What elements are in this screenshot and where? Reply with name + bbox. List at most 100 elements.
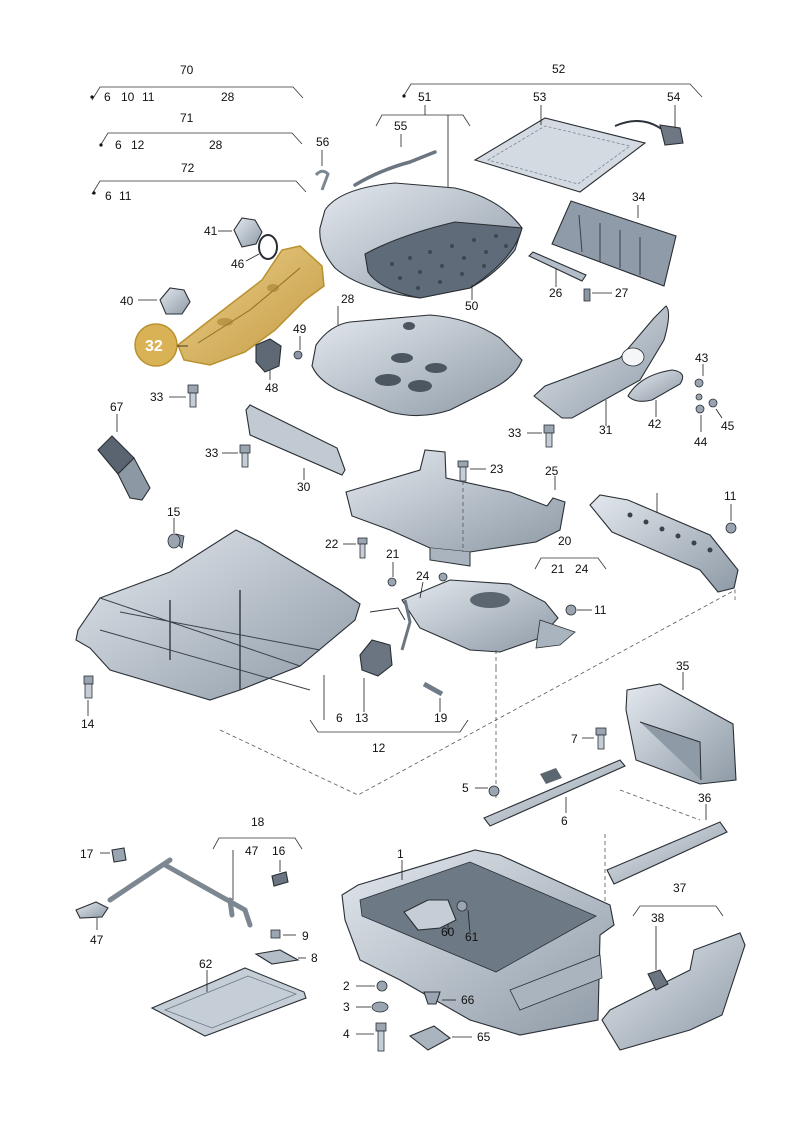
svg-text:6[interactable]: 6 bbox=[115, 138, 122, 152]
svg-text:33[interactable]: 33 bbox=[150, 390, 164, 404]
label-32[interactable]: 32 bbox=[145, 338, 163, 355]
svg-text:47[interactable]: 47 bbox=[90, 933, 104, 947]
group-72-number[interactable]: 72 bbox=[181, 161, 195, 175]
svg-text:24[interactable]: 24 bbox=[575, 562, 589, 576]
rail-6[interactable]: 6 bbox=[483, 759, 626, 828]
svg-text:35[interactable]: 35 bbox=[676, 659, 690, 673]
svg-text:4[interactable]: 4 bbox=[343, 1027, 350, 1041]
svg-text:26[interactable]: 26 bbox=[549, 286, 563, 300]
svg-text:14[interactable]: 14 bbox=[81, 717, 95, 731]
svg-text:40[interactable]: 40 bbox=[120, 294, 134, 308]
svg-text:30[interactable]: 30 bbox=[297, 480, 311, 494]
bolt-4[interactable]: 4 bbox=[343, 1022, 387, 1052]
svg-text:60[interactable]: 60 bbox=[441, 925, 455, 939]
svg-text:25[interactable]: 25 bbox=[545, 464, 559, 478]
knob-40[interactable]: 40 bbox=[120, 287, 191, 315]
svg-text:11[interactable]: 11 bbox=[724, 489, 737, 503]
heating-mat[interactable] bbox=[473, 105, 684, 193]
nut-11-right[interactable]: 11 bbox=[724, 489, 737, 534]
svg-text:28[interactable]: 28 bbox=[341, 292, 355, 306]
svg-text:6[interactable]: 6 bbox=[105, 189, 112, 203]
seat-pan-28[interactable]: 28 bbox=[311, 292, 523, 417]
svg-text:8[interactable]: 8 bbox=[311, 951, 318, 965]
bolt-33-lower[interactable]: 33 bbox=[205, 444, 251, 468]
seat-frame[interactable] bbox=[75, 529, 361, 701]
svg-text:41[interactable]: 41 bbox=[204, 224, 218, 238]
svg-text:1[interactable]: 1 bbox=[397, 847, 404, 861]
svg-text:3[interactable]: 3 bbox=[343, 1000, 350, 1014]
highlighted-part-32[interactable]: 32 bbox=[134, 245, 325, 367]
svg-text:44[interactable]: 44 bbox=[694, 435, 708, 449]
ring-46[interactable]: 46 bbox=[231, 234, 278, 271]
svg-text:15[interactable]: 15 bbox=[167, 505, 181, 519]
svg-text:27[interactable]: 27 bbox=[615, 286, 629, 300]
group-20-number[interactable]: 20 bbox=[558, 534, 572, 548]
svg-text:13[interactable]: 13 bbox=[355, 711, 369, 725]
bracket-assembly-25[interactable]: 25 bbox=[345, 449, 566, 567]
nut-11-center[interactable]: 11 bbox=[565, 603, 607, 617]
bolt-33-right[interactable]: 33 bbox=[508, 424, 555, 448]
wire-55[interactable] bbox=[353, 150, 437, 187]
screw-22[interactable]: 22 bbox=[325, 537, 368, 559]
svg-text:6[interactable]: 6 bbox=[336, 711, 343, 725]
svg-text:7[interactable]: 7 bbox=[571, 732, 578, 746]
cap-15[interactable]: 15 bbox=[167, 505, 181, 549]
svg-text:66[interactable]: 66 bbox=[461, 993, 475, 1007]
svg-text:43[interactable]: 43 bbox=[695, 351, 709, 365]
clip-8[interactable]: 8 bbox=[254, 949, 318, 965]
svg-text:67[interactable]: 67 bbox=[110, 400, 124, 414]
svg-text:24[interactable]: 24 bbox=[416, 569, 430, 583]
washer-3[interactable]: 3 bbox=[343, 1000, 389, 1014]
nut-2[interactable]: 2 bbox=[343, 979, 388, 993]
plug-65[interactable]: 65 bbox=[408, 1025, 491, 1051]
group-37-number[interactable]: 37 bbox=[673, 881, 687, 895]
screw-49[interactable]: 49 bbox=[293, 322, 307, 360]
svg-text:11[interactable]: 11 bbox=[594, 603, 607, 617]
svg-text:51[interactable]: 51 bbox=[418, 90, 432, 104]
svg-text:48[interactable]: 48 bbox=[265, 381, 279, 395]
svg-text:31[interactable]: 31 bbox=[599, 423, 613, 437]
group-70-number[interactable]: 70 bbox=[180, 63, 194, 77]
svg-text:34[interactable]: 34 bbox=[632, 190, 646, 204]
svg-text:61[interactable]: 61 bbox=[465, 930, 479, 944]
side-rail-10[interactable] bbox=[589, 493, 739, 593]
svg-text:2[interactable]: 2 bbox=[343, 979, 350, 993]
clip-56[interactable]: 56 bbox=[314, 135, 330, 191]
svg-text:6[interactable]: 6 bbox=[104, 90, 111, 104]
trim-36[interactable]: 36 bbox=[606, 791, 728, 885]
svg-text:28[interactable]: 28 bbox=[209, 138, 223, 152]
svg-text:6[interactable]: 6 bbox=[561, 814, 568, 828]
svg-text:5[interactable]: 5 bbox=[462, 781, 469, 795]
svg-text:38[interactable]: 38 bbox=[651, 911, 665, 925]
storage-box-35[interactable]: 35 bbox=[625, 659, 737, 785]
svg-text:19[interactable]: 19 bbox=[434, 711, 448, 725]
motor-13[interactable]: 13 bbox=[355, 639, 393, 725]
screw-27[interactable]: 27 bbox=[583, 286, 629, 302]
base-tray-1[interactable]: 1 bbox=[341, 847, 615, 1036]
svg-text:12[interactable]: 12 bbox=[131, 138, 145, 152]
screw-19[interactable]: 19 bbox=[422, 681, 448, 725]
bracket-26[interactable]: 26 bbox=[528, 251, 587, 300]
tray-34[interactable]: 34 bbox=[551, 190, 677, 287]
clip-24[interactable]: 24 bbox=[416, 569, 448, 599]
svg-text:55[interactable]: 55 bbox=[394, 119, 408, 133]
side-trim-31[interactable]: 31 bbox=[533, 305, 670, 437]
plate-30[interactable]: 30 bbox=[245, 404, 346, 494]
tray-62[interactable]: 62 bbox=[150, 957, 307, 1037]
motor-48[interactable]: 48 bbox=[255, 338, 282, 395]
svg-text:21[interactable]: 21 bbox=[551, 562, 565, 576]
svg-text:54[interactable]: 54 bbox=[667, 90, 681, 104]
bolt-33-upper[interactable]: 33 bbox=[150, 384, 199, 408]
seat-cushion[interactable]: 50 bbox=[319, 182, 523, 313]
svg-text:65[interactable]: 65 bbox=[477, 1030, 491, 1044]
svg-text:47[interactable]: 47 bbox=[245, 844, 259, 858]
svg-text:10[interactable]: 10 bbox=[121, 90, 135, 104]
svg-text:49[interactable]: 49 bbox=[293, 322, 307, 336]
svg-text:11[interactable]: 11 bbox=[142, 90, 155, 104]
screw-21[interactable]: 21 bbox=[386, 547, 400, 587]
screw-23[interactable]: 23 bbox=[457, 460, 504, 552]
group-52-number[interactable]: 52 bbox=[552, 62, 566, 76]
group-71-number[interactable]: 71 bbox=[180, 111, 194, 125]
pad-16[interactable] bbox=[271, 871, 289, 887]
clip-66[interactable]: 66 bbox=[423, 991, 475, 1007]
